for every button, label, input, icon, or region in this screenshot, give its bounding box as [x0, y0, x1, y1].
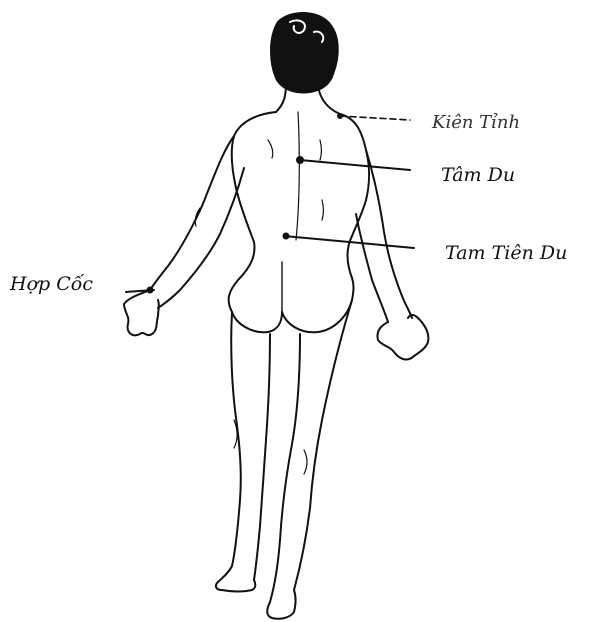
right-leg-inner	[270, 334, 300, 602]
label-hop-coc: Hợp Cốc	[10, 275, 93, 294]
label-tam-du: Tâm Du	[441, 166, 515, 185]
buttocks-left	[232, 312, 282, 332]
label-kien-tinh: Kiên Tỉnh	[432, 114, 520, 132]
point-hop-coc	[148, 288, 153, 293]
left-leg-outer	[218, 312, 241, 582]
right-hand	[377, 315, 428, 359]
left-leg-inner	[254, 334, 270, 580]
right-leg-outer	[294, 300, 352, 590]
point-tam-du	[297, 157, 303, 163]
left-arm-inner	[158, 168, 244, 308]
label-tam-tien-du: Tam Tiên Du	[445, 244, 567, 263]
left-foot	[216, 580, 255, 592]
left-arm-outer	[150, 136, 234, 290]
pointer-tam-du	[300, 160, 410, 170]
left-hand	[124, 290, 159, 335]
right-arm-outer	[366, 150, 412, 318]
buttocks-right	[282, 278, 354, 332]
neck-right	[318, 86, 340, 114]
point-kien-tinh	[338, 114, 342, 118]
point-tam-tien-du	[284, 234, 289, 239]
spine	[296, 112, 299, 240]
